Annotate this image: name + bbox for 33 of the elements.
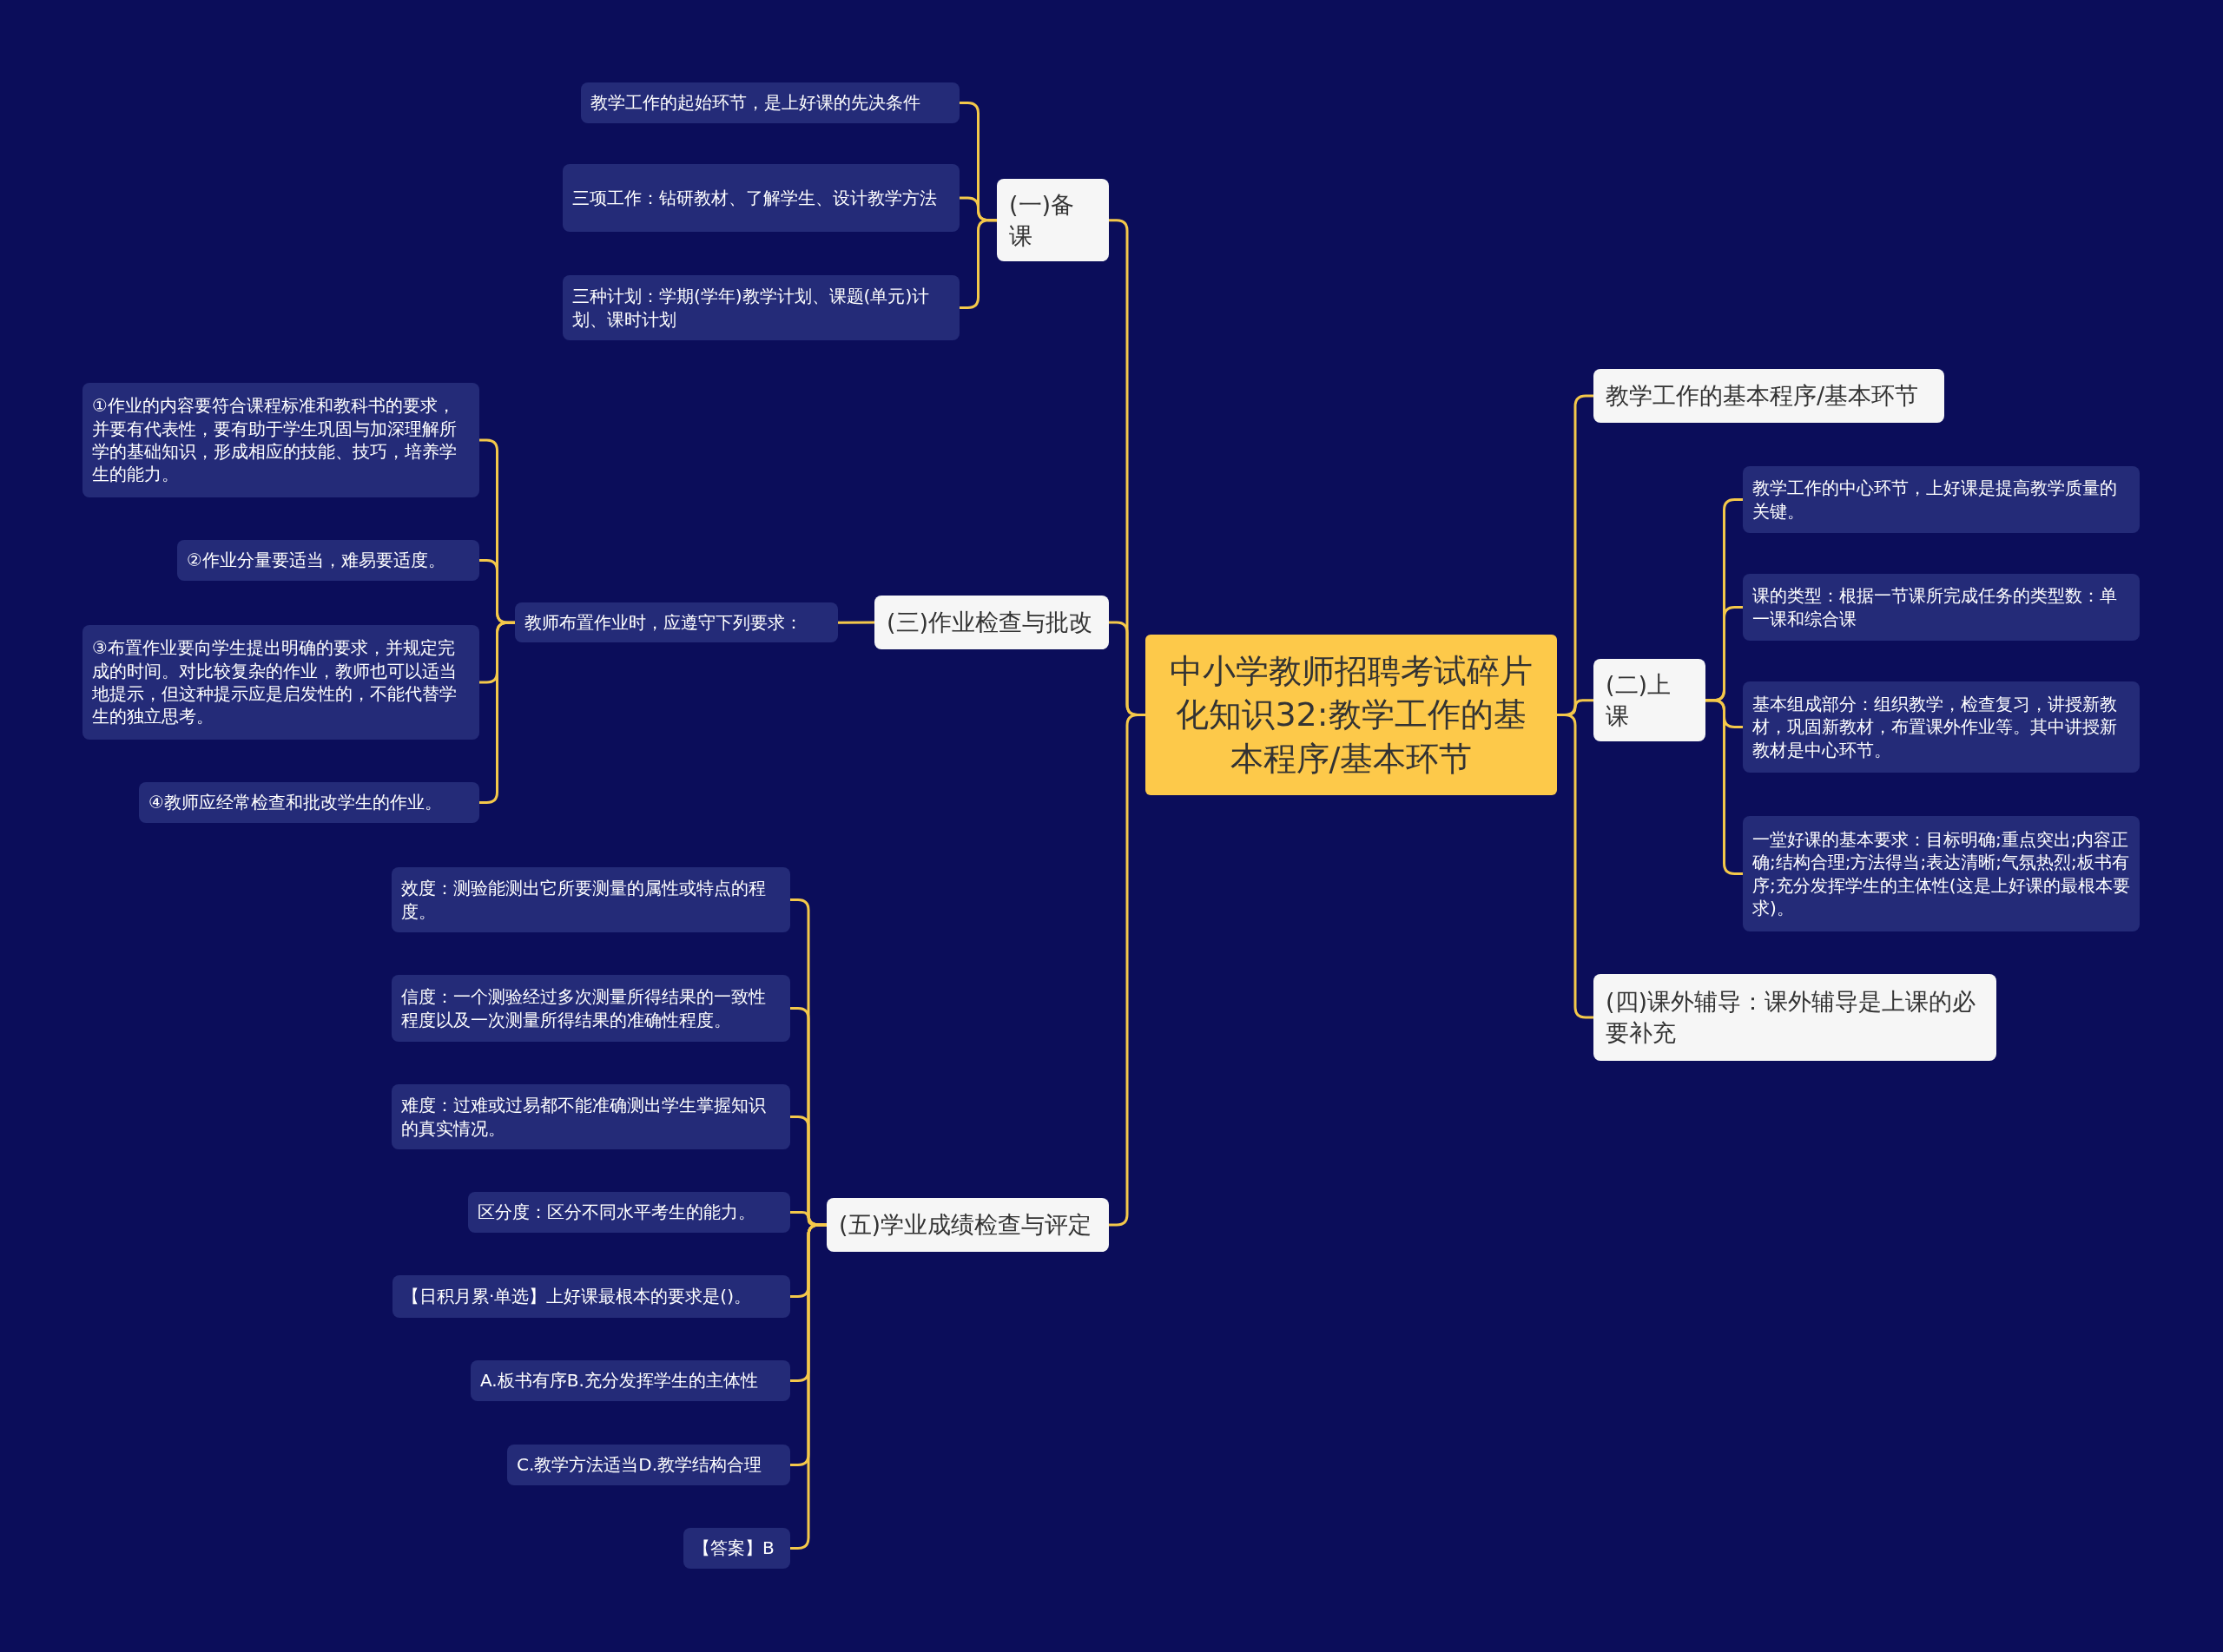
connector-line: [960, 219, 997, 309]
subtopic-box: A.板书有序B.充分发挥学生的主体性: [471, 1360, 790, 1401]
subtopic-box: ②作业分量要适当，难易要适度。: [177, 540, 479, 581]
subtopic-box: 难度：过难或过易都不能准确测出学生掌握知识的真实情况。: [392, 1084, 790, 1149]
subtopic-box: 一堂好课的基本要求：目标明确;重点突出;内容正确;结构合理;方法得当;表达清晰;气氛热烈;板书有序;充分发挥学生的主体性(这是上好课的最根本要求)。: [1743, 816, 2140, 931]
topic-box: (三)作业检查与批改: [874, 596, 1109, 649]
connector-line: [838, 621, 874, 624]
subtopic-box: 三种计划：学期(学年)教学计划、课题(单元)计划、课时计划: [563, 275, 960, 340]
subtopic-box: 区分度：区分不同水平考生的能力。: [468, 1192, 790, 1233]
subtopic-box: 信度：一个测验经过多次测量所得结果的一致性程度以及一次测量所得结果的准确性程度。: [392, 975, 790, 1042]
subtopic-box: C.教学方法适当D.教学结构合理: [507, 1445, 790, 1485]
connector-line: [1557, 714, 1593, 1019]
connector-line: [1705, 699, 1743, 875]
subtopic-box: 教学工作的起始环节，是上好课的先决条件: [581, 82, 960, 123]
subtopic-box: ④教师应经常检查和批改学生的作业。: [139, 782, 479, 823]
subtopic-box: ③布置作业要向学生提出明确的要求，并规定完成的时间。对比较复杂的作业，教师也可以适当地提示，但这种提示应是启发性的，不能代替学生的独立思考。: [82, 625, 479, 740]
subtopic-box: 三项工作：钻研教材、了解学生、设计教学方法: [563, 164, 960, 232]
subtopic-box: 【答案】B: [683, 1528, 790, 1569]
connector-line: [790, 1223, 827, 1550]
topic-box: 教学工作的基本程序/基本环节: [1593, 369, 1944, 423]
topic-box: (一)备课: [997, 179, 1109, 262]
connector-line: [479, 621, 515, 804]
topic-box: (二)上课: [1593, 659, 1705, 742]
central-topic-box: 中小学教师招聘考试碎片化知识32:教学工作的基本程序/基本环节: [1145, 635, 1557, 795]
subtopic-box: 基本组成部分：组织教学，检查复习，讲授新教材，巩固新教材，布置课外作业等。其中讲授新教材是中心环节。: [1743, 681, 2140, 773]
topic-box: (四)课外辅导：课外辅导是上课的必要补充: [1593, 974, 1996, 1061]
subtopic-box: 效度：测验能测出它所要测量的属性或特点的程度。: [392, 867, 790, 932]
subtopic-box: 课的类型：根据一节课所完成任务的类型数：单一课和综合课: [1743, 574, 2140, 641]
subtopic-box: 教师布置作业时，应遵守下列要求：: [515, 602, 838, 643]
subtopic-box: 【日积月累·单选】上好课最根本的要求是()。: [392, 1275, 790, 1318]
subtopic-box: 教学工作的中心环节，上好课是提高教学质量的关键。: [1743, 466, 2140, 533]
topic-box: (五)学业成绩检查与评定: [827, 1198, 1109, 1252]
subtopic-box: ①作业的内容要符合课程标准和教科书的要求，并要有代表性，要有助于学生巩固与加深理解所学的基础知识，形成相应的技能、技巧，培养学生的能力。: [82, 383, 479, 497]
